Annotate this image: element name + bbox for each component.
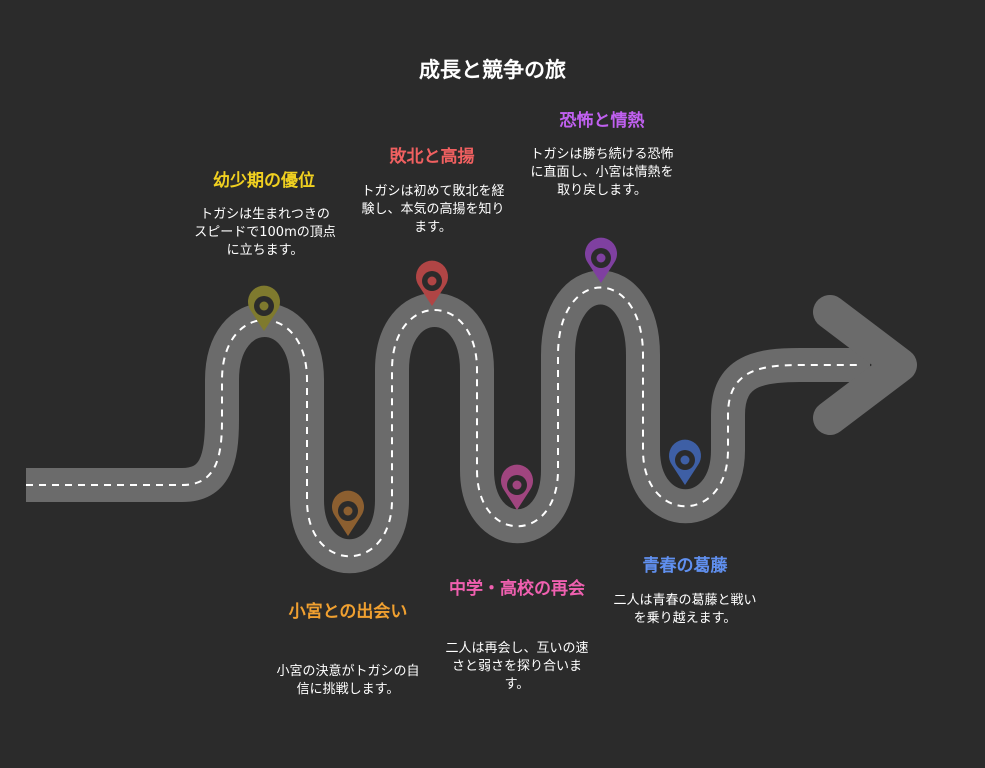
milestone-6-title: 青春の葛藤 <box>642 556 728 576</box>
milestone-6-description: 二人は青春の葛藤と戦いを乗り越えます。 <box>613 593 757 626</box>
milestone-4-description: 二人は再会し、互いの速さと弱さを探り合います。 <box>445 641 589 692</box>
milestone-5-title: 恐怖と情熱 <box>559 111 645 131</box>
milestone-4-title: 中学・高校の再会 <box>449 579 585 599</box>
milestone-2-title: 小宮との出会い <box>288 602 408 622</box>
milestone-4-pin <box>501 464 533 510</box>
milestone-5-pin <box>585 237 617 283</box>
milestone-1-description: トガシは生まれつきのスピードで100mの頂点に立ちます。 <box>194 207 336 258</box>
milestone-6-pin <box>669 439 701 485</box>
milestone-3-pin <box>416 260 448 306</box>
milestone-3-title: 敗北と高揚 <box>389 147 475 167</box>
milestone-1-pin <box>248 285 280 331</box>
milestone-5-description: トガシは勝ち続ける恐怖に直面し、小宮は情熱を取り戻します。 <box>530 147 674 198</box>
milestone-1-title: 幼少期の優位 <box>213 171 315 191</box>
road <box>26 270 870 574</box>
milestone-2-pin <box>332 490 364 536</box>
road-arrow-head <box>813 295 917 435</box>
diagram-title: 成長と競争の旅 <box>419 58 566 82</box>
milestone-2-description: 小宮の決意がトガシの自信に挑戦します。 <box>276 664 420 697</box>
milestone-3-description: トガシは初めて敗北を経験し、本気の高揚を知ります。 <box>361 184 505 235</box>
